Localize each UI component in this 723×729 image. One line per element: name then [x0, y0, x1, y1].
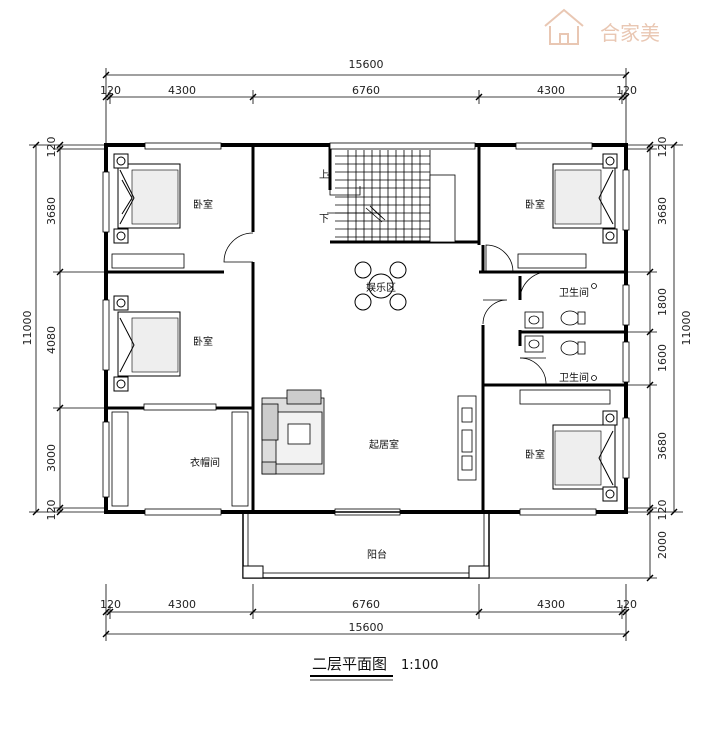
dim-right-part: 120 — [656, 137, 669, 158]
dim-top-part: 6760 — [352, 84, 380, 97]
dim-bottom-total: 15600 — [349, 621, 384, 634]
dim-bottom-part: 120 — [616, 598, 637, 611]
room-label-living: 起居室 — [369, 438, 399, 451]
dim-right-part: 1800 — [656, 288, 669, 316]
room-label-entertainment: 娱乐区 — [366, 281, 396, 294]
dim-left-part: 4080 — [45, 326, 58, 354]
room-label-bedroom-w: 卧室 — [193, 335, 213, 348]
dim-right-part: 3680 — [656, 432, 669, 460]
room-label-bath-1: 卫生间 — [559, 286, 589, 299]
bottom-dimensions: 120 4300 6760 4300 120 15600 — [100, 584, 637, 641]
balcony — [242, 511, 490, 579]
dim-right-total: 11000 — [680, 311, 693, 346]
dim-bottom-part: 4300 — [537, 598, 565, 611]
bed-se — [552, 410, 618, 502]
dim-right-part: 2000 — [656, 531, 669, 559]
room-labels: 卧室 卧室 衣帽间 娱乐区 起居室 阳台 卧室 卫生间 卫生间 卧室 — [190, 198, 589, 561]
game-table — [354, 261, 407, 311]
left-dimensions: 11000 120 3680 4080 3000 120 — [21, 137, 104, 521]
room-label-bedroom-nw: 卧室 — [193, 198, 213, 211]
right-dimensions: 120 3680 1800 1600 3680 120 2000 11000 — [490, 137, 693, 582]
dim-bottom-part: 4300 — [168, 598, 196, 611]
windows — [102, 142, 630, 516]
watermark-logo: 合家美 — [544, 8, 660, 45]
dim-top-part: 4300 — [537, 84, 565, 97]
dim-left-part: 120 — [45, 137, 58, 158]
title-text: 二层平面图 — [312, 655, 387, 673]
dim-left-part: 3000 — [45, 444, 58, 472]
dim-bottom-part: 120 — [100, 598, 121, 611]
bed-w — [113, 295, 181, 392]
dim-left-total: 11000 — [21, 311, 34, 346]
dim-top-part: 4300 — [168, 84, 196, 97]
dim-left-part: 3680 — [45, 197, 58, 225]
dim-right-part: 120 — [656, 500, 669, 521]
wardrobes — [111, 253, 611, 507]
dim-right-part: 3680 — [656, 197, 669, 225]
title-scale: 1:100 — [401, 658, 438, 673]
doors — [223, 232, 549, 385]
staircase — [327, 150, 456, 243]
dim-top-total: 15600 — [349, 58, 384, 71]
sofa-set — [261, 389, 325, 475]
room-label-bedroom-ne: 卧室 — [525, 198, 545, 211]
dim-right-part: 1600 — [656, 344, 669, 372]
tv-cabinet — [457, 395, 477, 481]
bathroom-fixtures — [524, 283, 597, 381]
bed-ne — [552, 153, 618, 244]
dim-left-part: 120 — [45, 500, 58, 521]
dim-bottom-part: 6760 — [352, 598, 380, 611]
room-label-balcony: 阳台 — [367, 548, 387, 561]
dim-top-part: 120 — [616, 84, 637, 97]
top-dimensions: 15600 120 4300 6760 4300 120 — [100, 58, 637, 145]
walls — [104, 143, 628, 514]
dim-top-part: 120 — [100, 84, 121, 97]
room-label-cloakroom: 衣帽间 — [190, 456, 220, 469]
room-label-bedroom-se: 卧室 — [525, 448, 545, 461]
bed-nw — [113, 153, 181, 244]
stair-up-label: 上 — [319, 169, 329, 181]
house-logo-icon — [544, 8, 584, 45]
drawing-title: 二层平面图 1:100 — [310, 655, 438, 681]
stair-down-label: 下 — [319, 214, 329, 225]
room-label-bath-2: 卫生间 — [559, 371, 589, 384]
watermark-text: 合家美 — [600, 21, 660, 45]
